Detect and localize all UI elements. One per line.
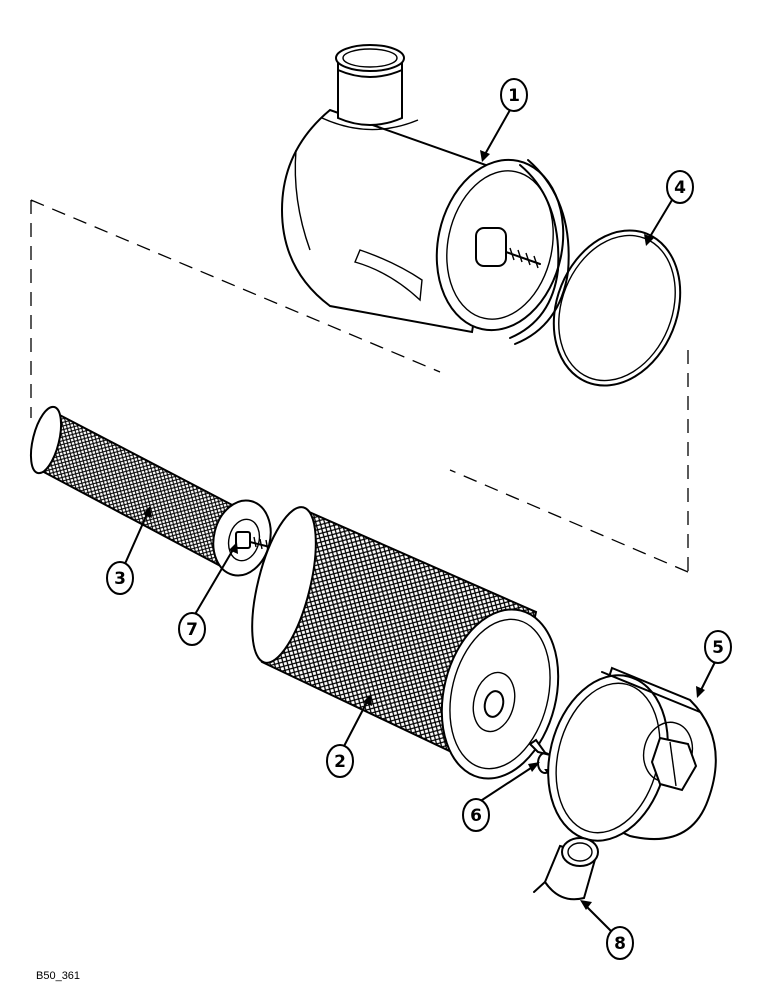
callout-8: 8 <box>606 926 634 960</box>
callout-7: 7 <box>178 612 206 646</box>
callout-2-label: 2 <box>334 752 346 772</box>
callout-3: 3 <box>106 561 134 595</box>
end-cover <box>547 666 717 842</box>
callout-5: 5 <box>704 630 732 664</box>
callout-2: 2 <box>326 744 354 778</box>
leader-lines <box>123 109 717 933</box>
figure-id: B50_361 <box>36 970 81 982</box>
main-filter-element <box>251 506 560 780</box>
callout-6-label: 6 <box>470 806 482 826</box>
callout-8-label: 8 <box>614 934 626 954</box>
callout-4-label: 4 <box>674 178 686 198</box>
callout-4: 4 <box>666 170 694 204</box>
inner-safety-filter <box>29 405 272 577</box>
callout-6: 6 <box>462 798 490 832</box>
callout-1: 1 <box>500 78 528 112</box>
mounting-stud <box>235 531 275 552</box>
callout-1-label: 1 <box>508 86 520 106</box>
callout-3-label: 3 <box>114 569 126 589</box>
callout-5-label: 5 <box>712 638 724 658</box>
callout-7-label: 7 <box>186 620 198 640</box>
air-cleaner-housing <box>280 44 570 345</box>
dust-valve <box>533 837 599 901</box>
